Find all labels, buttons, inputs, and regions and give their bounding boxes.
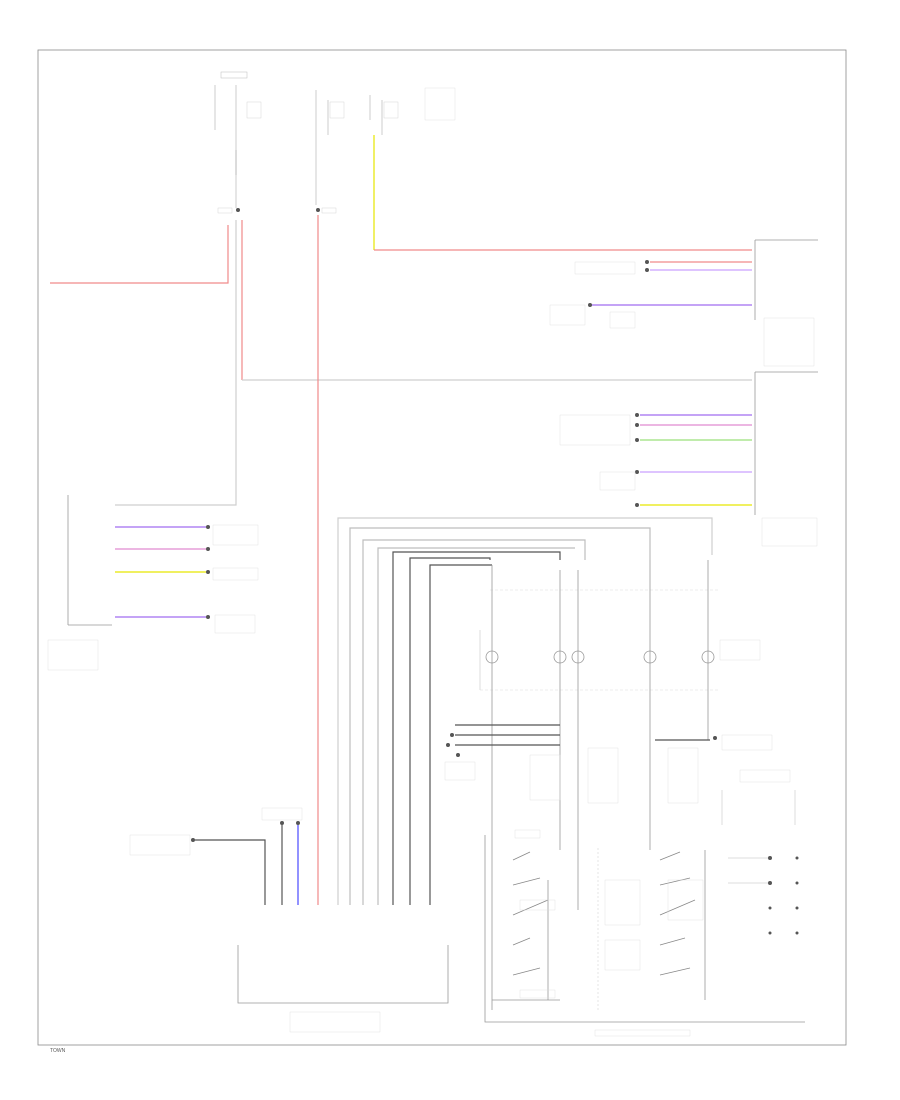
wire-red-left	[50, 225, 229, 284]
page-marker: TOWN	[50, 1048, 66, 1054]
bottom-connector	[129, 807, 449, 1033]
wire-gray-left	[115, 220, 237, 506]
right-lower-module	[559, 371, 818, 547]
steering-switch-box	[484, 829, 805, 1037]
lower-middle-wires	[444, 724, 773, 804]
harness-bundle	[337, 517, 720, 905]
left-module	[47, 495, 259, 671]
diagram-border	[37, 49, 847, 1046]
clockspring	[479, 560, 761, 1010]
right-upper-module	[549, 239, 818, 367]
top-power-sources	[214, 71, 456, 214]
switch-legend	[721, 769, 799, 935]
